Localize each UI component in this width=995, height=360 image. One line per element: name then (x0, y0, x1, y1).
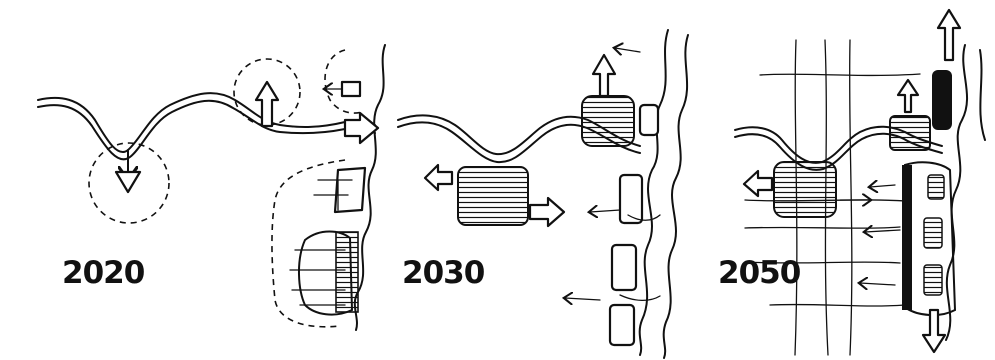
panel-2030 (398, 30, 688, 358)
panel-2050 (735, 10, 985, 355)
year-label-2030: 2030 (402, 258, 484, 289)
year-label-2020: 2020 (62, 258, 144, 289)
year-label-2050: 2050 (718, 258, 800, 289)
